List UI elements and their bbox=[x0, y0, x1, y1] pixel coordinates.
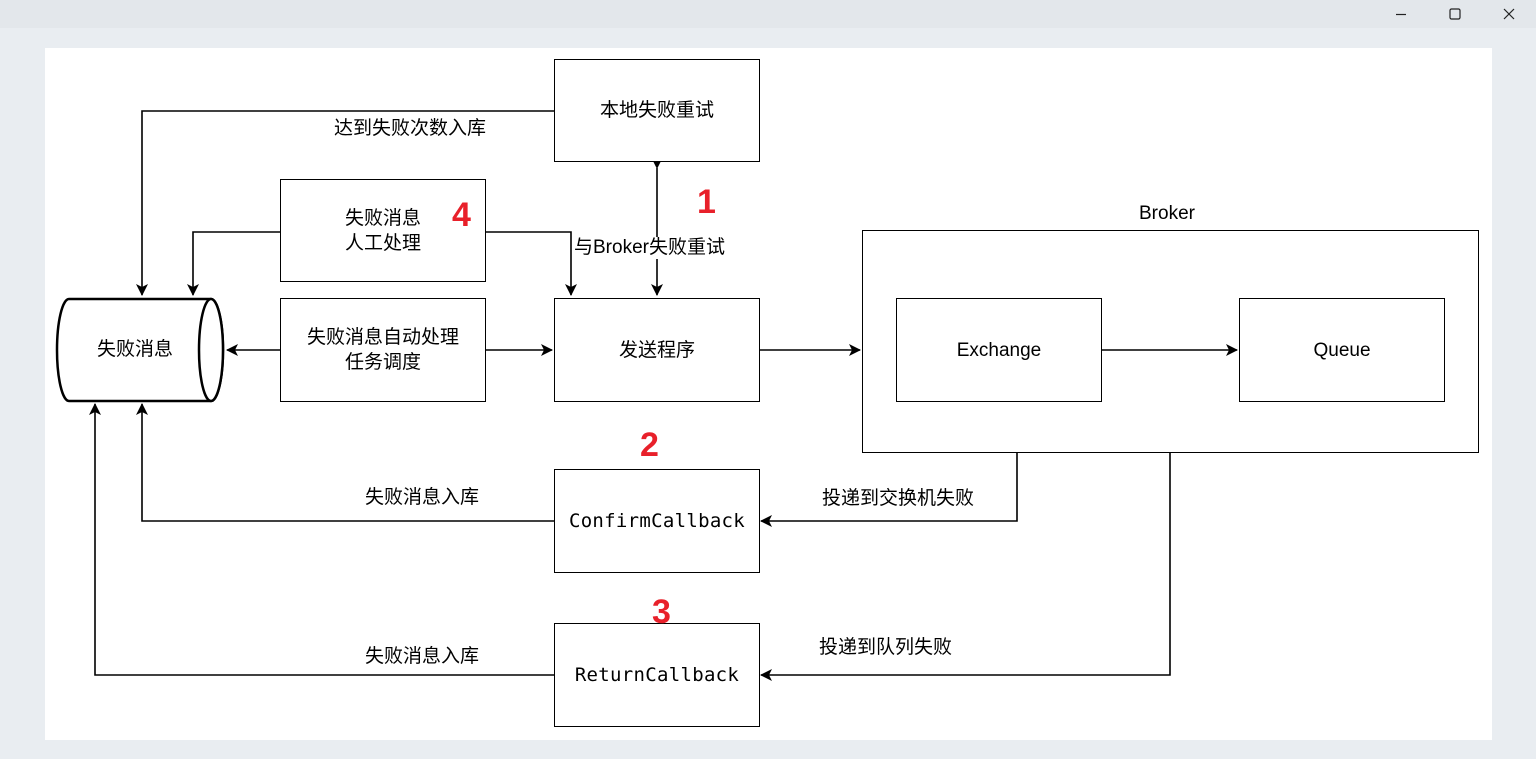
edge-return-to-db bbox=[89, 403, 554, 676]
diagram-canvas: 失败消息 本地失败重试 失败消息 人工处理 失败消息自动处理 任务调度 发送程序… bbox=[45, 48, 1492, 740]
edge-retry-to-db bbox=[136, 110, 554, 296]
edge-manual-to-db bbox=[187, 231, 280, 296]
failed-db-label: 失败消息 bbox=[97, 339, 174, 360]
connector-layer bbox=[55, 110, 1238, 681]
edge-manual-to-sender bbox=[485, 231, 577, 296]
sender-box[interactable]: 发送程序 bbox=[554, 298, 760, 402]
maximize-icon bbox=[1449, 8, 1461, 20]
marker-4: 4 bbox=[452, 196, 471, 234]
auto-line-1: 失败消息自动处理 bbox=[306, 327, 459, 348]
manual-line-1: 失败消息 bbox=[344, 207, 421, 229]
edge-confirm-to-db bbox=[136, 403, 554, 522]
auto-line-2: 任务调度 bbox=[344, 352, 421, 373]
sender-label: 发送程序 bbox=[618, 339, 695, 361]
close-button[interactable] bbox=[1486, 0, 1532, 28]
label-queue-fail: 投递到队列失败 bbox=[819, 637, 953, 658]
exchange-box[interactable]: Exchange bbox=[896, 298, 1102, 402]
close-icon bbox=[1503, 8, 1515, 20]
manual-process-box[interactable]: 失败消息 人工处理 bbox=[280, 179, 486, 282]
broker-container[interactable] bbox=[862, 230, 1479, 453]
edge-broker-to-confirm bbox=[760, 452, 1018, 527]
broker-title: Broker bbox=[1139, 203, 1195, 224]
minimize-icon bbox=[1396, 13, 1406, 16]
label-store-confirm: 失败消息入库 bbox=[365, 487, 480, 508]
return-callback-label: ReturnCallback bbox=[574, 663, 740, 686]
queue-box[interactable]: Queue bbox=[1239, 298, 1445, 402]
marker-1: 1 bbox=[697, 183, 716, 221]
local-retry-box[interactable]: 本地失败重试 bbox=[554, 59, 760, 162]
label-broker-retry: 与Broker失败重试 bbox=[574, 237, 725, 259]
label-exchange-fail: 投递到交换机失败 bbox=[822, 488, 975, 509]
marker-2: 2 bbox=[640, 426, 659, 464]
manual-line-2: 人工处理 bbox=[344, 232, 421, 254]
failed-db-cylinder bbox=[55, 297, 225, 403]
maximize-button[interactable] bbox=[1432, 0, 1478, 28]
label-store-after-max: 达到失败次数入库 bbox=[334, 118, 487, 139]
exchange-label: Exchange bbox=[956, 339, 1042, 361]
minimize-button[interactable] bbox=[1378, 0, 1424, 28]
auto-process-box[interactable]: 失败消息自动处理 任务调度 bbox=[280, 298, 486, 402]
confirm-callback-label: ConfirmCallback bbox=[568, 509, 746, 532]
label-store-return: 失败消息入库 bbox=[365, 646, 480, 667]
queue-label: Queue bbox=[1313, 339, 1371, 361]
window-titlebar bbox=[0, 0, 1536, 28]
confirm-callback-box[interactable]: ConfirmCallback bbox=[554, 469, 760, 573]
marker-3: 3 bbox=[652, 593, 671, 631]
edge-broker-to-return bbox=[760, 452, 1171, 681]
local-retry-label: 本地失败重试 bbox=[599, 100, 714, 121]
return-callback-box[interactable]: ReturnCallback bbox=[554, 623, 760, 727]
